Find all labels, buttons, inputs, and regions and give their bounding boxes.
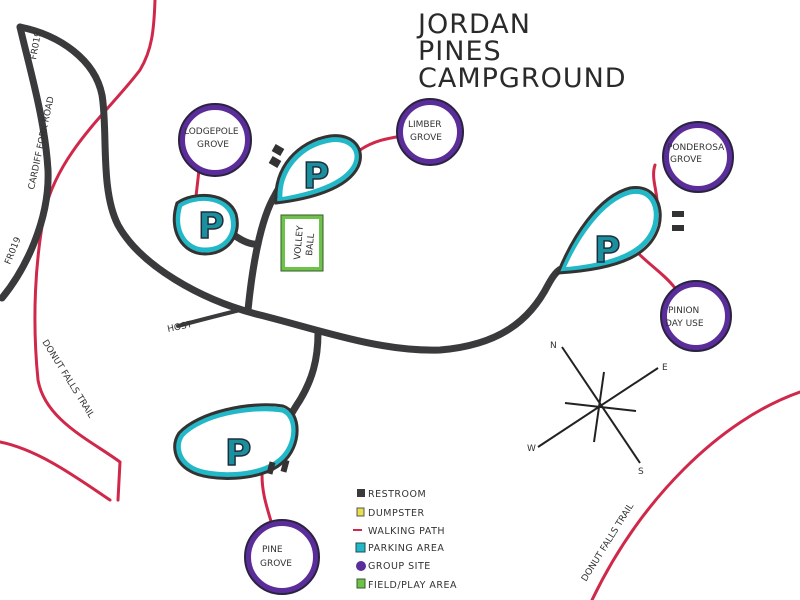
legend-parking-area: PARKING AREA bbox=[368, 543, 444, 554]
parking-symbol: P bbox=[225, 433, 251, 474]
legend-group-site: GROUP SITE bbox=[368, 561, 431, 572]
parking-symbol: P bbox=[594, 230, 620, 271]
field-volleyball[interactable]: VOLLEY BALL bbox=[280, 214, 324, 272]
group-site-pinion[interactable]: PINION DAY USE bbox=[660, 280, 732, 352]
site-name: GROVE bbox=[670, 155, 702, 165]
site-name: DAY USE bbox=[665, 319, 704, 329]
restroom-north bbox=[268, 144, 285, 168]
compass-s: S bbox=[638, 467, 644, 477]
field-label-line2: BALL bbox=[305, 233, 317, 256]
legend-dumpster: DUMPSTER bbox=[368, 508, 425, 519]
title-line2: PINES bbox=[418, 36, 502, 67]
walking-path-pinion bbox=[638, 253, 677, 290]
compass-rose: N E S W bbox=[527, 341, 668, 477]
walking-path-pine bbox=[260, 473, 274, 527]
compass-e: E bbox=[662, 363, 668, 373]
road-label-top: FR019 bbox=[29, 30, 44, 60]
legend-field-play-area: FIELD/PLAY AREA bbox=[368, 580, 457, 591]
field-label-line1: VOLLEY bbox=[293, 225, 306, 261]
host-label: HOST bbox=[167, 320, 194, 335]
parking-symbol: P bbox=[198, 206, 224, 247]
group-site-ponderosa[interactable]: PONDEROSA GROVE bbox=[662, 121, 734, 193]
road-host-spur bbox=[176, 308, 242, 328]
group-site-limber[interactable]: LIMBER GROVE bbox=[396, 98, 464, 166]
legend-parking-swatch bbox=[355, 542, 366, 553]
road-fr019-west bbox=[0, 23, 52, 302]
group-site-lodgepole[interactable]: LODGEPOLE GROVE bbox=[178, 103, 252, 177]
site-name: LODGEPOLE bbox=[184, 127, 239, 137]
parking-area-north[interactable]: P bbox=[274, 134, 362, 205]
legend: RESTROOM DUMPSTER WALKING PATH PARKING A… bbox=[353, 489, 457, 591]
legend-dumpster-swatch bbox=[356, 507, 365, 517]
site-name: PINION bbox=[668, 306, 699, 316]
site-name: PINE bbox=[262, 545, 283, 555]
parking-area-west[interactable]: P bbox=[172, 193, 239, 256]
walking-path-southwest bbox=[0, 440, 112, 502]
west-trail-label: DONUT FALLS TRAIL bbox=[39, 338, 95, 420]
site-name: GROVE bbox=[260, 559, 292, 569]
group-site-pine[interactable]: PINE GROVE bbox=[244, 519, 320, 595]
site-name: GROVE bbox=[410, 133, 442, 143]
legend-restroom: RESTROOM bbox=[368, 489, 426, 500]
legend-restroom-swatch bbox=[357, 489, 365, 497]
site-name: LIMBER bbox=[408, 120, 442, 130]
title-line1: JORDAN bbox=[416, 9, 531, 40]
parking-symbol: P bbox=[303, 156, 329, 197]
legend-group-site-swatch bbox=[356, 561, 366, 571]
restroom-east bbox=[672, 211, 684, 231]
walking-path-limber bbox=[358, 134, 404, 152]
compass-w: W bbox=[527, 444, 536, 454]
walking-path-southeast bbox=[590, 390, 800, 600]
restroom-south bbox=[266, 459, 290, 475]
title-line3: CAMPGROUND bbox=[418, 63, 627, 94]
parking-area-east[interactable]: P bbox=[555, 186, 662, 275]
road-main bbox=[16, 23, 569, 354]
road-label-bottom: FR019 bbox=[4, 236, 24, 267]
legend-field-swatch bbox=[356, 578, 366, 589]
compass-n: N bbox=[550, 341, 557, 351]
parking-area-south[interactable]: P bbox=[173, 403, 299, 480]
site-name: GROVE bbox=[197, 140, 229, 150]
site-name: PONDEROSA bbox=[667, 143, 725, 153]
legend-walking-path: WALKING PATH bbox=[368, 526, 445, 537]
